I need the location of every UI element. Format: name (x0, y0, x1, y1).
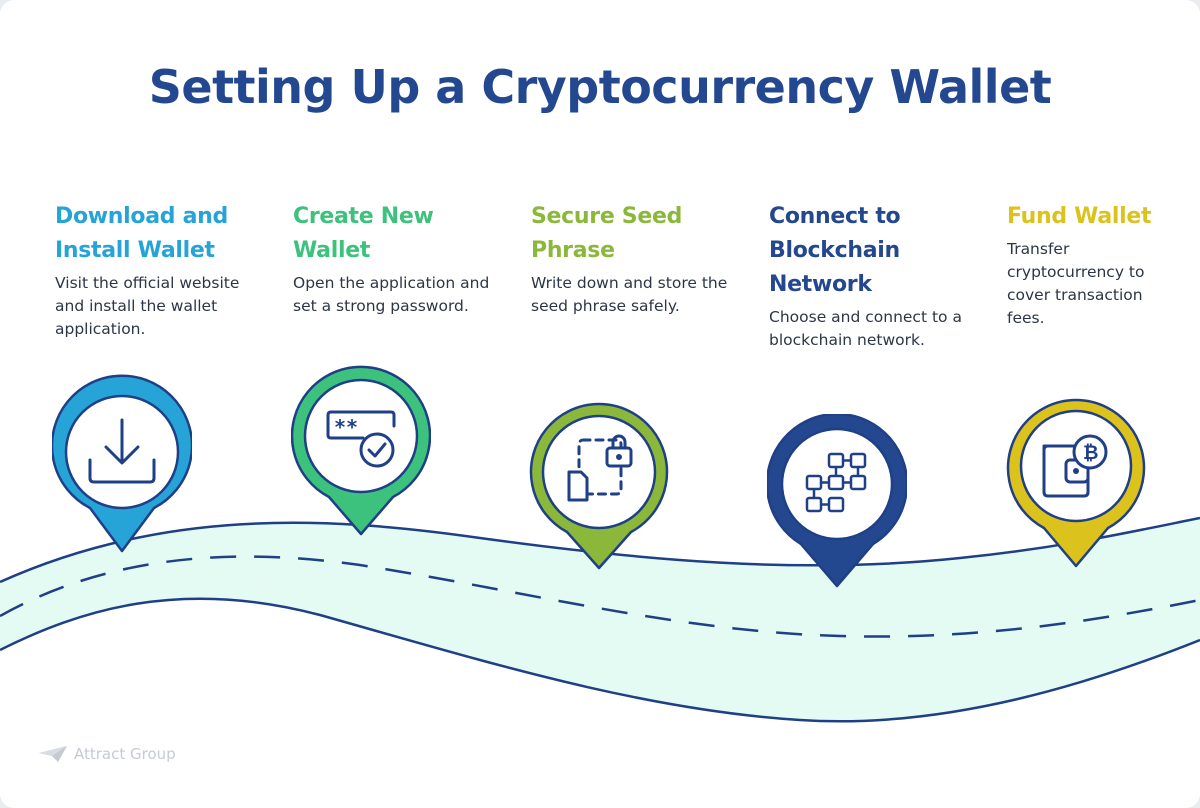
step-4-title: Connect to Blockchain Network (769, 204, 901, 297)
step-5-description: Transfer cryptocurrency to cover transac… (1007, 240, 1145, 327)
step-1-pin (52, 374, 192, 553)
step-1: Download and Install Wallet Visit the of… (55, 200, 260, 341)
step-5: Fund Wallet Transfer cryptocurrency to c… (1007, 200, 1182, 330)
step-3-pin (529, 402, 669, 570)
svg-text:**: ** (334, 415, 358, 439)
step-2: Create New Wallet Open the application a… (293, 200, 498, 318)
step-2-pin: ** (291, 365, 431, 536)
blockchain-network-icon (805, 452, 867, 513)
step-3-title: Secure Seed Phrase (531, 204, 683, 263)
step-4-pin (767, 414, 907, 588)
paper-plane-icon (39, 746, 67, 762)
secure-document-lock-icon (567, 434, 633, 502)
step-1-title: Download and Install Wallet (55, 204, 228, 263)
step-3: Secure Seed Phrase Write down and store … (531, 200, 736, 318)
svg-text:₿: ₿ (1083, 442, 1098, 464)
password-check-icon: ** (326, 410, 396, 468)
step-1-description: Visit the official website and install t… (55, 274, 240, 338)
download-icon (88, 418, 156, 484)
step-3-description: Write down and store the seed phrase saf… (531, 274, 728, 315)
brand-logo: Attract Group (38, 745, 176, 763)
step-4-description: Choose and connect to a blockchain netwo… (769, 308, 962, 349)
step-2-title: Create New Wallet (293, 204, 434, 263)
step-2-description: Open the application and set a strong pa… (293, 274, 490, 315)
brand-logo-text: Attract Group (74, 745, 176, 763)
step-5-pin: ₿ (1006, 398, 1146, 568)
step-5-title: Fund Wallet (1007, 204, 1152, 229)
page-title: Setting Up a Cryptocurrency Wallet (148, 60, 1052, 114)
step-4: Connect to Blockchain Network Choose and… (769, 200, 974, 352)
wallet-bitcoin-icon: ₿ (1042, 434, 1108, 498)
